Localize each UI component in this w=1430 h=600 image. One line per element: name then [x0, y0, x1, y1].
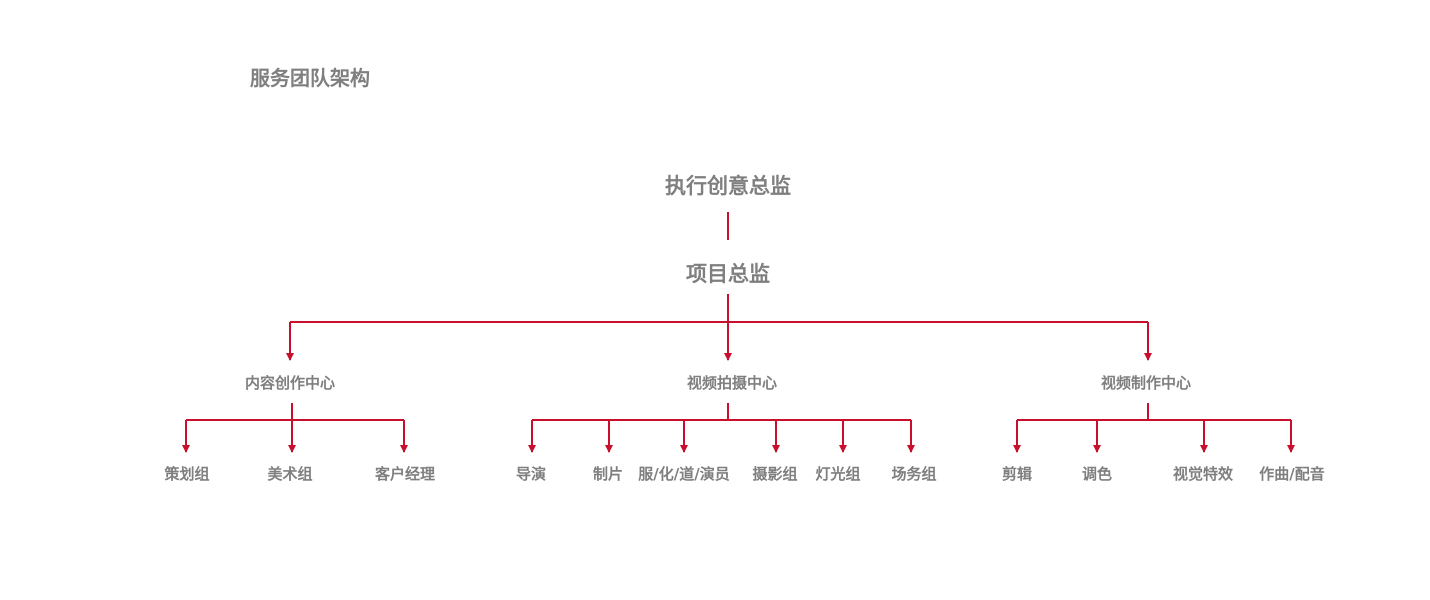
node-center-video-shooting: 视频拍摄中心	[686, 374, 778, 392]
node-group-planning: 策划组	[164, 465, 210, 483]
node-group-costume-makeup-props-cast: 服/化/道/演员	[638, 465, 730, 483]
node-group-color-grading: 调色	[1081, 465, 1113, 483]
node-group-music-voiceover: 作曲/配音	[1259, 465, 1325, 483]
node-group-producer: 制片	[592, 465, 624, 483]
node-group-account-manager: 客户经理	[374, 465, 436, 483]
node-group-lighting: 灯光组	[815, 465, 861, 483]
node-center-video-production: 视频制作中心	[1100, 374, 1192, 392]
node-group-art: 美术组	[267, 465, 313, 483]
node-group-set-crew: 场务组	[891, 465, 937, 483]
node-group-director: 导演	[515, 465, 547, 483]
node-center-content-creation: 内容创作中心	[244, 374, 336, 392]
page-title: 服务团队架构	[250, 66, 370, 90]
node-group-camera: 摄影组	[752, 465, 798, 483]
node-group-editing: 剪辑	[1001, 465, 1033, 483]
node-executive-creative-director: 执行创意总监	[665, 174, 791, 198]
node-group-visual-effects: 视觉特效	[1172, 465, 1234, 483]
node-project-director: 项目总监	[686, 262, 770, 286]
